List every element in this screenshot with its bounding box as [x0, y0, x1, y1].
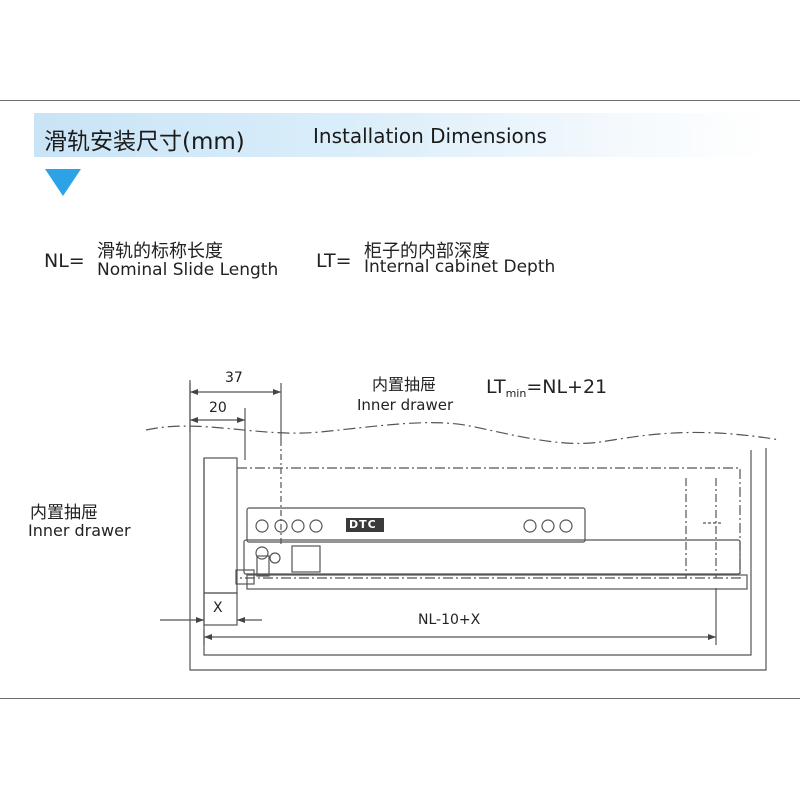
title-band: [34, 113, 766, 157]
nl-symbol: NL=: [44, 250, 85, 272]
formula-rest: =NL+21: [526, 376, 608, 398]
top-drawer-chinese: 内置抽屉: [372, 375, 437, 394]
side-drawer-chinese: 内置抽屉: [30, 503, 98, 523]
title-english: Installation Dimensions: [313, 124, 547, 148]
brand-label: DTC: [349, 518, 377, 531]
nl-english-label: Nominal Slide Length: [97, 260, 279, 280]
dimension-total: NL-10+X: [418, 612, 481, 628]
brand-badge: [346, 518, 384, 532]
lt-symbol: LT=: [316, 250, 352, 272]
dimension-37: 37: [225, 370, 243, 386]
formula-lt: LT: [486, 376, 506, 398]
lt-english-label: Internal cabinet Depth: [364, 257, 556, 277]
dimension-x: X: [213, 600, 223, 616]
title-chinese: 滑轨安装尺寸(mm): [44, 129, 245, 155]
bottom-divider: [0, 698, 800, 699]
dimension-20: 20: [209, 400, 227, 416]
down-triangle-icon: [45, 169, 81, 196]
side-drawer-english: Inner drawer: [28, 521, 131, 540]
lt-chinese-label: 柜子的内部深度: [364, 241, 490, 262]
nl-chinese-label: 滑轨的标称长度: [97, 241, 223, 262]
formula-subscript: min: [505, 387, 527, 400]
lt-min-formula: LTmin=NL+21: [486, 376, 608, 400]
top-drawer-english: Inner drawer: [357, 396, 454, 414]
top-divider: [0, 100, 800, 101]
